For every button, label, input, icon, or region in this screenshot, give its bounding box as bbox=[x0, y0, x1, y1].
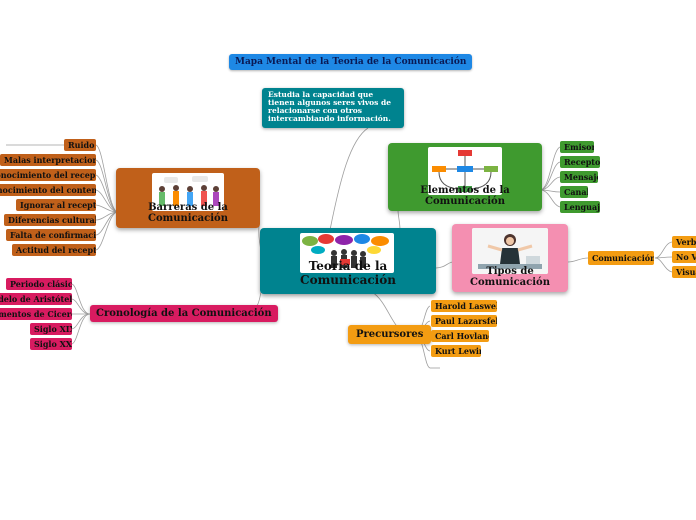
barreras-label: Barreras de la Comunicación bbox=[148, 202, 228, 224]
elemento-mensaje[interactable]: Mensaje bbox=[560, 171, 598, 183]
cronologia-siglo-xix[interactable]: Siglo XIX bbox=[30, 323, 72, 335]
barreras-node[interactable]: Barreras de la Comunicación bbox=[116, 168, 260, 228]
central-topic[interactable]: Teoria de la Comunicación bbox=[260, 228, 436, 294]
barrera-ruido[interactable]: Ruido bbox=[64, 139, 96, 151]
tipo-verbal[interactable]: Verbal bbox=[672, 236, 696, 248]
tipos-node[interactable]: Tipos de Comunicación bbox=[452, 224, 568, 292]
elemento-canal[interactable]: Canal bbox=[560, 186, 588, 198]
barrera-malas-interpretaciones[interactable]: Malas interpretaciones bbox=[0, 154, 96, 166]
barreras-image bbox=[152, 173, 224, 211]
barrera-falta-confirmacion[interactable]: Falta de confirmación bbox=[6, 229, 96, 241]
barrera-ignorar-receptor[interactable]: Ignorar al receptor bbox=[16, 199, 96, 211]
central-topic-label: Teoria de la Comunicación bbox=[300, 259, 396, 287]
elementos-node[interactable]: Elementos de la Comunicación bbox=[388, 143, 542, 211]
tipos-comunicacion[interactable]: Comunicación bbox=[588, 251, 654, 265]
elemento-receptor[interactable]: Receptor bbox=[560, 156, 600, 168]
barrera-desconocimiento-receptor[interactable]: Desconocimiento del receptor bbox=[0, 169, 96, 181]
precursor-harold-laswell[interactable]: Harold Laswell bbox=[431, 300, 497, 312]
elemento-lenguaje[interactable]: Lenguaje bbox=[560, 201, 600, 213]
description-note[interactable]: Estudia la capacidad que tienen algunos … bbox=[262, 88, 404, 128]
precursor-carl-hovland[interactable]: Carl Hovland bbox=[431, 330, 489, 342]
tipos-label: Tipos de Comunicación bbox=[470, 266, 550, 288]
elementos-image bbox=[428, 147, 502, 195]
elemento-emisor[interactable]: Emisor bbox=[560, 141, 594, 153]
tipos-image bbox=[472, 228, 548, 274]
elementos-label: Elementos de la Comunicación bbox=[420, 185, 510, 207]
cronologia-periodo-clasico[interactable]: Periodo clásico bbox=[6, 278, 72, 290]
barrera-desconocimiento-contenido[interactable]: Desconocimiento del contenido bbox=[0, 184, 96, 196]
cronologia-siglo-xxi[interactable]: Siglo XXI bbox=[30, 338, 72, 350]
precursor-paul-lazarsfeld[interactable]: Paul Lazarsfeld bbox=[431, 315, 497, 327]
precursor-kurt-lewin[interactable]: Kurt Lewin bbox=[431, 345, 481, 357]
tipo-no-verbal[interactable]: No Verbal bbox=[672, 251, 696, 263]
precursores-node[interactable]: Precursores bbox=[348, 325, 432, 344]
cronologia-node[interactable]: Cronología de la Comunicación bbox=[90, 305, 278, 322]
barrera-diferencias-culturales[interactable]: Diferencias culturales bbox=[4, 214, 96, 226]
barrera-actitud-receptor[interactable]: Actitud del receptor bbox=[12, 244, 96, 256]
central-image bbox=[300, 233, 394, 273]
cronologia-modelo-aristoteles[interactable]: Modelo de Aristóteles bbox=[0, 293, 72, 305]
tipo-visual[interactable]: Visual bbox=[672, 266, 696, 278]
cronologia-elementos-ciceron[interactable]: Elementos de Cicerón bbox=[0, 308, 72, 320]
map-title[interactable]: Mapa Mental de la Teoria de la Comunicac… bbox=[229, 54, 473, 70]
